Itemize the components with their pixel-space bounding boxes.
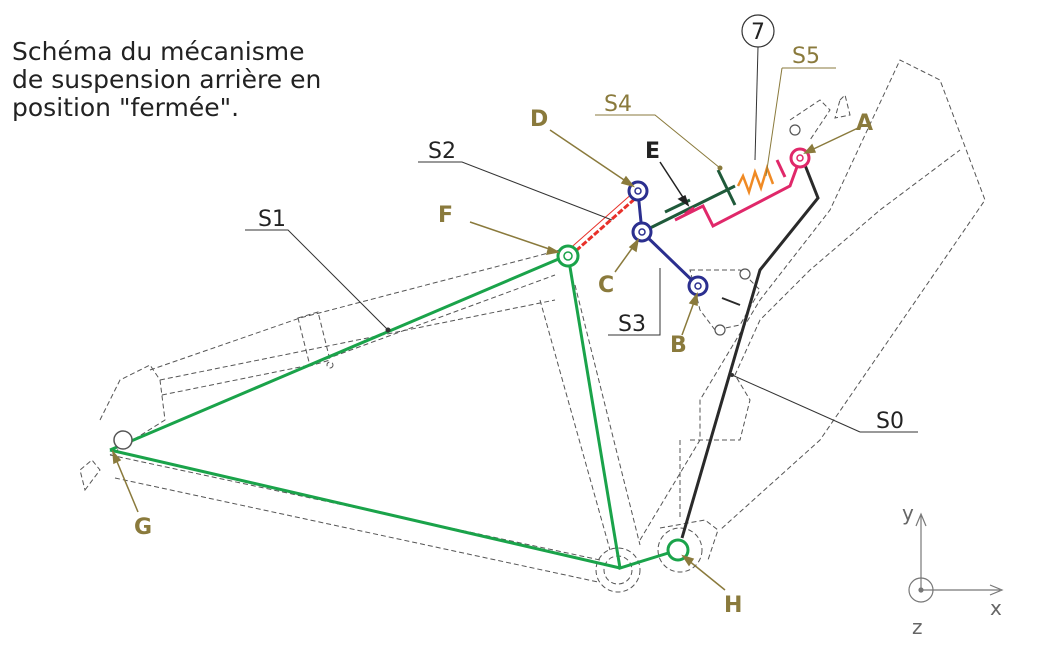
link-S2-edge [565,191,635,253]
joint-A-circle [789,147,811,169]
frame-outline [79,59,986,593]
label-S2: S2 [428,139,456,164]
label-S1: S1 [258,207,286,232]
item-balloon-7 [741,14,775,48]
link-S0-branch [721,297,741,306]
label-joint-G: G [134,515,152,540]
caption-line-2: de suspension arrière en [12,65,322,94]
axis-label-x: x [990,596,1002,620]
rocker-pivot-small-2 [714,324,726,336]
frame-pivot-small [789,124,801,136]
axis-label-z: z [912,615,923,639]
joint-H-circle [666,538,690,562]
item-balloon-7-label: 7 [751,20,765,45]
caption-line-1: Schéma du mécanisme [12,37,305,66]
link-S2 [569,194,639,258]
part-leaders-olive [595,67,836,177]
joint-B-circle [687,275,709,297]
spring [736,164,775,196]
label-S5: S5 [792,44,820,69]
label-joint-C: C [598,273,614,298]
leader-E [659,161,690,207]
label-S4: S4 [604,92,632,117]
leader-dot-S0 [730,373,734,377]
joint-F-circle [556,244,580,268]
link-S0 [680,159,820,539]
joint-C-circle [631,221,653,243]
joint-G-circle [113,430,133,450]
label-joint-E: E [645,139,660,164]
figure-caption: Schéma du mécanisme de suspension arrièr… [12,38,321,122]
label-S0: S0 [876,409,904,434]
leader-dot-S4 [717,165,723,171]
axis-label-y: y [902,501,914,525]
label-S3: S3 [618,312,646,337]
link-S1 [109,252,679,570]
label-joint-F: F [438,203,453,228]
label-joint-B: B [670,333,687,358]
part-leaders [245,161,918,433]
label-joint-H: H [724,593,742,618]
shock-rod-S5 [674,159,800,229]
axis-triad [908,512,1004,603]
rocker-pivot-small [739,268,751,280]
balloon-7-leader [754,46,759,161]
caption-line-3: position "fermée". [12,93,240,122]
leader-dot-S1 [385,327,391,333]
label-joint-A: A [856,111,873,136]
joint-leaders [112,127,859,591]
label-joint-D: D [530,107,548,132]
